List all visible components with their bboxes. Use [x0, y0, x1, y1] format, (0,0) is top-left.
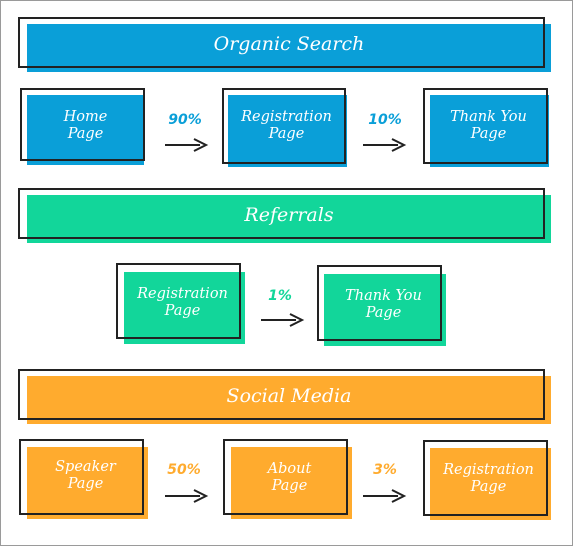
referrals-node-thankyou-label: Thank You Page: [345, 287, 422, 321]
social-percent-1: 50%: [167, 462, 201, 478]
referrals-banner-outline: [18, 188, 545, 239]
social-node-speaker-outline: [19, 439, 144, 515]
organic-node-registration-outline: [222, 88, 346, 164]
referrals-node-registration-label: Registration Page: [137, 285, 228, 319]
referrals-node-thankyou-outline: [317, 265, 442, 341]
social-node-speaker-label: Speaker Page: [55, 458, 116, 492]
organic-arrow-1-icon: [165, 138, 209, 152]
organic-banner-fill: [27, 24, 551, 72]
social-node-speaker-fill: [27, 447, 148, 519]
organic-node-registration-label: Registration Page: [241, 108, 332, 142]
social-arrow-1-icon: [165, 489, 209, 503]
social-node-about-label: About Page: [267, 460, 312, 494]
social-banner-outline: [18, 369, 545, 420]
social-node-registration-outline: [423, 440, 548, 516]
social-banner-title: Social Media: [226, 384, 352, 407]
organic-node-thankyou-fill: [430, 95, 549, 167]
social-node-about-fill: [231, 447, 352, 519]
social-node-about-outline: [223, 439, 348, 515]
organic-percent-2: 10%: [368, 112, 402, 128]
social-node-registration-label: Registration Page: [443, 461, 534, 495]
referrals-arrow-1-icon: [261, 313, 305, 327]
organic-node-home-label: Home Page: [63, 108, 108, 142]
referrals-percent-1: 1%: [268, 288, 292, 304]
social-node-registration-fill: [430, 448, 551, 520]
organic-node-thankyou-label: Thank You Page: [450, 108, 527, 142]
social-banner-fill: [27, 376, 551, 424]
social-percent-2: 3%: [373, 462, 397, 478]
organic-percent-1: 90%: [168, 112, 202, 128]
organic-node-registration-fill: [228, 95, 347, 167]
organic-banner-outline: [18, 17, 545, 68]
organic-node-home-fill: [27, 95, 144, 165]
organic-node-home-outline: [20, 88, 145, 161]
referrals-banner-fill: [27, 195, 551, 243]
organic-arrow-2-icon: [363, 138, 407, 152]
referrals-node-thankyou-fill: [324, 274, 446, 346]
organic-banner-title: Organic Search: [213, 32, 365, 55]
social-arrow-2-icon: [363, 489, 407, 503]
referrals-node-registration-outline: [116, 263, 241, 339]
referrals-node-registration-fill: [124, 272, 245, 344]
referrals-banner-title: Referrals: [244, 203, 334, 226]
organic-node-thankyou-outline: [423, 88, 548, 164]
